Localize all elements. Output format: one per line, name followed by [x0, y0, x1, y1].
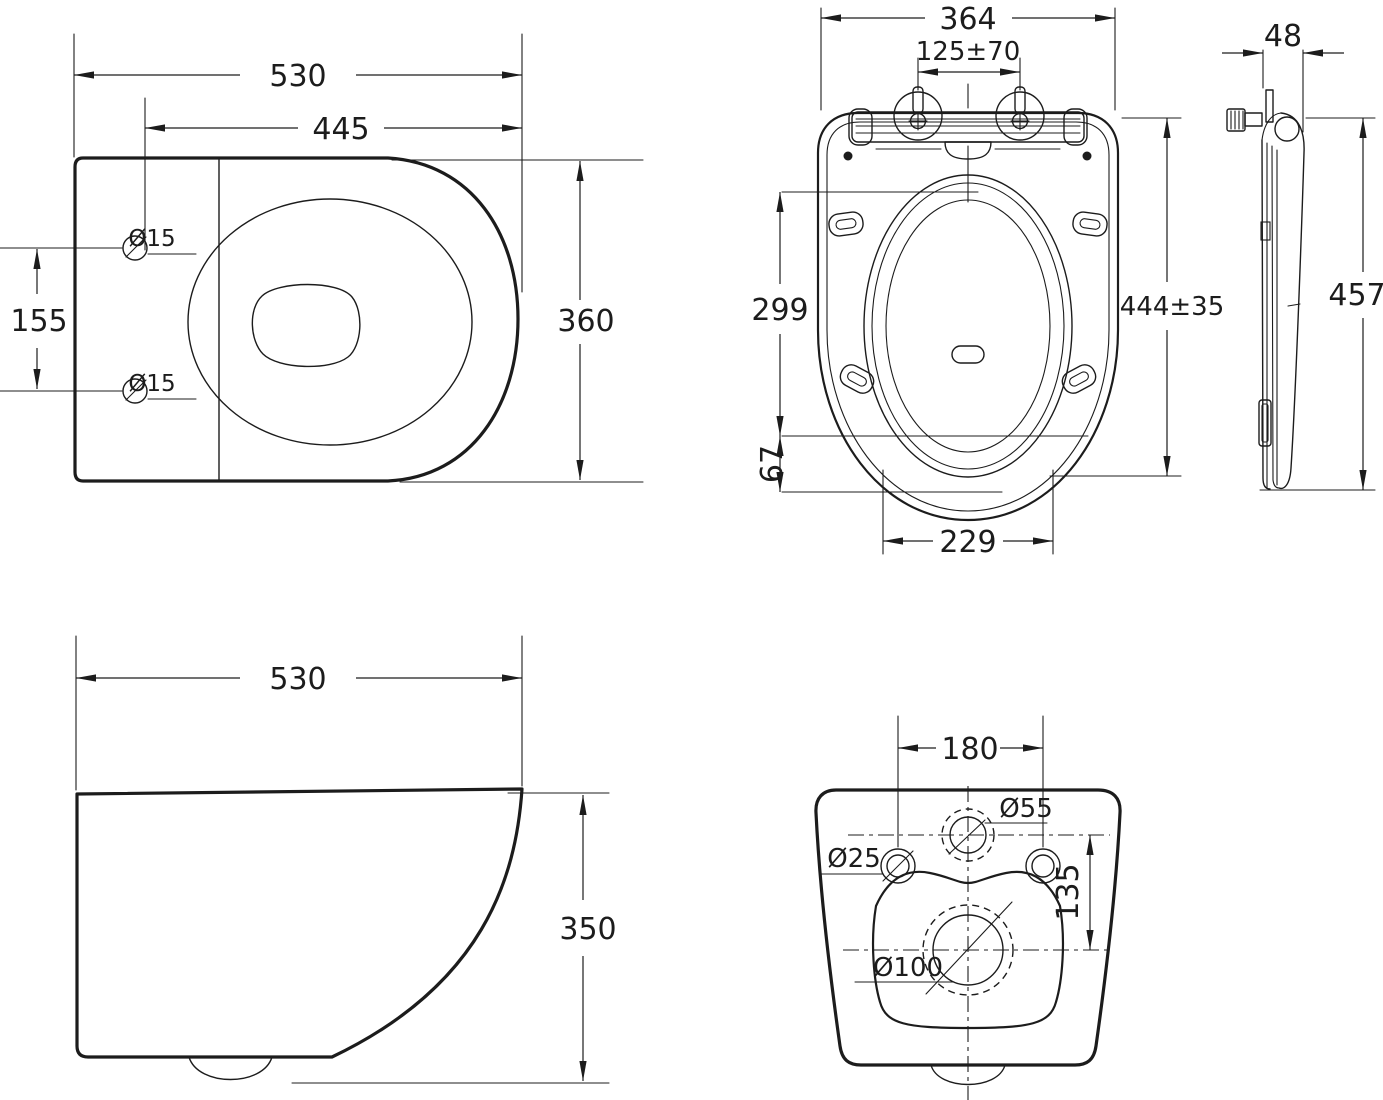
dim-label-364: 364 [939, 2, 996, 37]
toilet-side-outline [75, 787, 524, 1059]
extension-lines-toilet-top [0, 33, 644, 483]
lid-lift-slot [951, 345, 985, 364]
rear-outline [814, 788, 1122, 1067]
dim-label-48: 48 [1264, 19, 1302, 54]
dim-label-o25: Ø25 [827, 844, 881, 874]
dim-label-530-side: 530 [269, 662, 326, 697]
dimension-125-70: 125±70 [916, 37, 1021, 76]
dimension-48: 48 [1222, 19, 1344, 57]
water-surface [251, 283, 361, 368]
hinge-bolt-left [893, 86, 943, 141]
dim-label-hole-top: Ø15 [128, 226, 175, 252]
view-seat-side: 48 457 [1222, 19, 1383, 491]
dim-label-125-70: 125±70 [916, 37, 1021, 67]
fixing-hole-bottom [122, 378, 148, 404]
seat-profile [1226, 89, 1305, 490]
extension-lines-seat-top [781, 7, 1182, 555]
outlet-dashed [922, 904, 1014, 996]
dim-label-135: 135 [1051, 863, 1086, 920]
dim-label-o100: Ø100 [873, 953, 943, 983]
fixing-hole-bottom-slash [125, 379, 147, 401]
hinge-bracket-notch [1260, 221, 1271, 241]
side-bumper [1258, 399, 1272, 447]
dim-label-155: 155 [10, 304, 67, 339]
dimension-350: 350 [559, 795, 617, 1081]
dimension-229: 229 [883, 525, 1053, 560]
view-seat-top: 364 125±70 299 67 444±35 229 [751, 2, 1224, 560]
seat-back-edge [1261, 139, 1271, 490]
expansion-bolt [1226, 108, 1263, 132]
seat-front-edge [1278, 112, 1305, 490]
bowl-outline [73, 156, 520, 483]
rear-fixing-hole-left [819, 848, 916, 884]
dim-label-229: 229 [939, 525, 996, 560]
corner-screw-left [843, 151, 853, 161]
dimension-444-35: 444±35 [1120, 118, 1225, 476]
dim-label-299: 299 [751, 293, 808, 328]
seat-bumper-bottom-left [839, 364, 875, 394]
dimension-457: 457 [1328, 118, 1383, 490]
hinge-plate [1265, 89, 1274, 123]
dim-label-350: 350 [559, 912, 616, 947]
dim-label-o55: Ø55 [999, 794, 1053, 824]
seat-bumper-bottom-right [1061, 364, 1097, 394]
seat-bumper-top-right [1072, 211, 1108, 237]
dim-label-530-top: 530 [269, 59, 326, 94]
view-toilet-rear: 180 135 Ø55 Ø25 Ø100 [814, 715, 1122, 1100]
hinge-bar-left-cap [848, 108, 873, 146]
outlet [932, 914, 1004, 986]
hinge-knuckle [1274, 116, 1300, 142]
dimension-445: 445 [145, 112, 522, 147]
view-toilet-top: 530 445 360 155 Ø15 Ø15 [0, 33, 644, 483]
dimension-530-toilet-top: 530 [74, 59, 522, 94]
dimension-360: 360 [557, 161, 615, 480]
dimension-155: 155 [10, 249, 68, 389]
dim-label-hole-bottom: Ø15 [128, 371, 175, 397]
corner-screw-right [1082, 151, 1092, 161]
extension-lines-rear [897, 715, 1044, 848]
seat-lid-outline [816, 111, 1120, 522]
dim-label-457: 457 [1328, 278, 1383, 313]
hinge-bar [848, 108, 1088, 160]
dimension-67: 67 [755, 436, 790, 492]
trap-outlet-arc [188, 1056, 273, 1081]
fixing-hole-top [122, 235, 148, 261]
water-inlet-dashed [941, 808, 995, 862]
fixing-hole-top-slash [125, 236, 147, 258]
dim-label-67: 67 [755, 445, 790, 483]
dim-label-360: 360 [557, 304, 614, 339]
dimension-530-side: 530 [76, 662, 522, 697]
seat-ring-inner [885, 199, 1051, 453]
seat-ring-outer [863, 174, 1073, 478]
dim-label-445: 445 [312, 112, 369, 147]
rear-outlet-bump [930, 1064, 1006, 1086]
dim-label-444-35: 444±35 [1120, 292, 1225, 322]
seat-lid-inner-edge [826, 121, 1110, 512]
hinge-bar-right-cap [1063, 108, 1088, 146]
dim-label-180: 180 [941, 732, 998, 767]
centerlines [843, 786, 1110, 1100]
bowl-rim-opening [187, 198, 473, 446]
dimension-364: 364 [821, 2, 1115, 37]
dimension-180: 180 [898, 732, 1043, 767]
seat-bumper-top-left [828, 211, 864, 237]
dimension-299: 299 [751, 192, 809, 436]
rear-fixing-hole-right [1025, 848, 1061, 884]
seat-ring-mid [871, 182, 1065, 470]
view-toilet-side: 530 350 [75, 635, 617, 1084]
dimension-135: 135 [1051, 835, 1094, 950]
water-inlet [949, 816, 987, 854]
extension-lines-toilet-side [75, 635, 610, 794]
rear-recess [871, 870, 1065, 1030]
